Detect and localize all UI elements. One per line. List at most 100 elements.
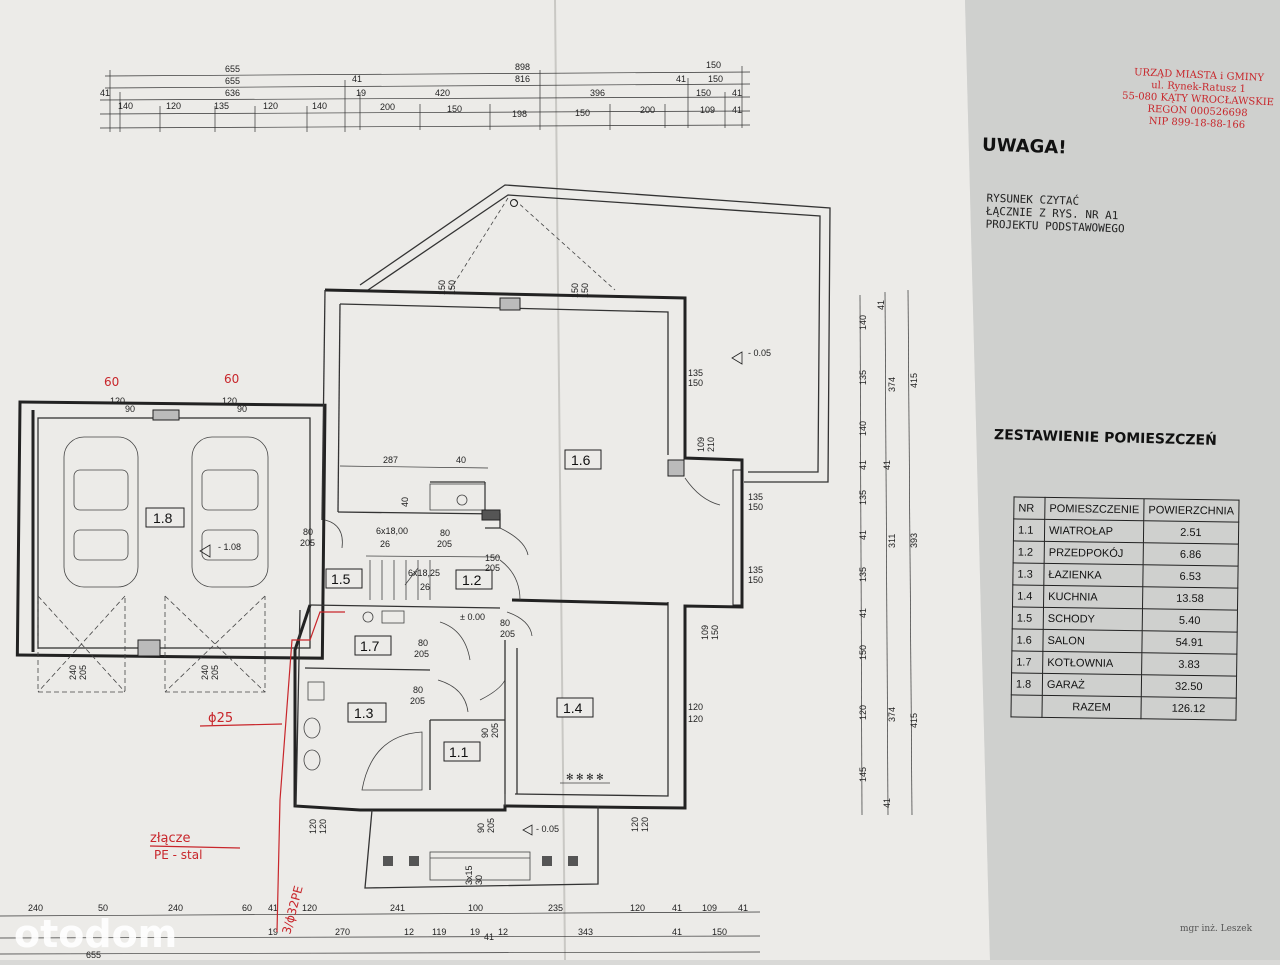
paper-fold (554, 0, 566, 961)
stairs-label: 6x18,25 (408, 568, 440, 578)
door-label: 80 (418, 638, 428, 648)
dim-label: 420 (435, 88, 450, 98)
dim-label: 150 (708, 74, 723, 84)
window-label: 120 (318, 819, 328, 834)
room-number: 1.8 (153, 510, 173, 526)
table-cell: 32.50 (1141, 674, 1237, 699)
dim-label: 140 (312, 101, 327, 111)
car-icon (191, 436, 269, 588)
table-cell: 54.91 (1141, 630, 1238, 655)
table-header-row: NR POMIESZCZENIE POWIERZCHNIA (1013, 496, 1239, 523)
opening-label: 90 (237, 404, 247, 414)
dim-label: 119 (432, 927, 446, 937)
dim-label: 12 (404, 927, 414, 937)
table-cell: KOTŁOWNIA (1042, 651, 1142, 675)
bottom-dimensions: 240 50 240 60 41 120 241 100 235 120 41 … (0, 903, 761, 960)
handwritten-label: złącze (150, 831, 190, 846)
level-label: - 0.05 (748, 348, 771, 358)
dim-label: 41 (100, 88, 110, 98)
dim-label: 19 (470, 927, 480, 937)
window-label: 150 (748, 575, 763, 585)
dim-label: 41 (484, 932, 494, 942)
table-cell: SALON (1042, 629, 1143, 653)
right-dimensions: 415 393 415 374 311 374 41 140 135 140 4… (858, 289, 919, 816)
inner-dimensions: 287 40 40 6x18,00 26 6x18,25 26 80 205 8… (300, 455, 515, 833)
dim-label: 109 (702, 903, 717, 913)
dim-label: 41 (858, 460, 868, 470)
dim-label: 270 (335, 927, 350, 937)
table-cell: 1.8 (1011, 672, 1043, 696)
room-number: 1.4 (563, 700, 583, 716)
handwritten-label: ɸ25 (208, 711, 233, 726)
dim-label: 40 (456, 455, 466, 465)
dim-label: 415 (909, 373, 919, 388)
window-label: 109 (696, 437, 706, 452)
door-label: 205 (300, 538, 315, 548)
dim-label: 200 (640, 105, 655, 115)
door-label: 90 (480, 728, 490, 738)
dim-label: 50 (98, 903, 108, 913)
dim-label: 140 (118, 101, 133, 111)
dim-label: 41 (738, 903, 748, 913)
dim-label: 120 (630, 903, 645, 913)
bathtub-icon (361, 731, 423, 791)
stairs-label: 26 (420, 582, 430, 592)
dim-label: 636 (225, 88, 240, 98)
dim-label: 41 (676, 74, 686, 84)
room-tags: 1.6 1.5 1.2 1.7 1.3 1.4 1.1 (325, 449, 602, 762)
dim-label: 235 (548, 903, 563, 913)
svg-text:✻ ✻ ✻ ✻: ✻ ✻ ✻ ✻ (566, 772, 604, 782)
dim-label: 200 (380, 102, 395, 112)
dim-label: 150 (447, 104, 462, 114)
stairs-label: 6x18,00 (376, 526, 408, 536)
dim-label: 816 (515, 74, 530, 84)
table-cell: PRZEDPOKÓJ (1044, 541, 1144, 565)
top-dimensions: 655 898 150 655 41 816 41 150 41 636 19 … (99, 60, 751, 132)
handwritten-label: 60 (224, 372, 239, 386)
table-cell: 1.2 (1013, 540, 1045, 564)
window-label: 150 (437, 280, 447, 295)
table-cell: 1.1 (1013, 518, 1045, 542)
notes-sheet (965, 0, 1280, 960)
dim-label: 109 (700, 105, 715, 115)
table-cell: RAZEM (1041, 695, 1142, 719)
dim-label: 374 (887, 377, 897, 392)
dim-label: 140 (858, 421, 868, 436)
dim-label: 655 (225, 64, 240, 74)
office-stamp: URZĄD MIASTA i GMINY ul. Rynek-Ratusz 1 … (1117, 67, 1279, 134)
dim-label: 311 (887, 534, 897, 548)
opening-label: 120 (222, 396, 237, 406)
room-number: 1.6 (571, 452, 591, 468)
opening-label: 90 (125, 404, 135, 414)
table-cell: WIATROŁAP (1044, 519, 1144, 543)
window-label: 210 (706, 437, 716, 452)
window-label: 135 (748, 565, 763, 575)
dim-label: 120 (263, 101, 278, 111)
dim-label: 41 (858, 608, 868, 618)
door-label: 205 (410, 696, 425, 706)
door-swings (324, 477, 721, 806)
table-cell: 6.86 (1142, 542, 1239, 567)
dim-label: 343 (578, 927, 593, 937)
window-label: 150 (447, 280, 457, 295)
opening-label: 240 (68, 665, 78, 680)
interior-walls: ✻ ✻ ✻ ✻ (303, 477, 721, 806)
notice-text: RYSUNEK CZYTAĆ ŁĄCZNIE Z RYS. NR A1 PROJ… (985, 192, 1125, 236)
level-label: - 1.08 (218, 542, 241, 552)
entrance-steps: - 0.05 3x15 30 (364, 806, 599, 889)
table-cell: 6.53 (1142, 564, 1238, 589)
dim-label: 140 (858, 315, 868, 330)
room-number: 1.7 (360, 638, 380, 654)
door-label: 80 (500, 618, 510, 628)
dim-label: 135 (858, 567, 868, 582)
dim-label: 145 (858, 767, 868, 782)
level-label: ± 0.00 (460, 612, 485, 622)
table-header: POWIERZCHNIA (1143, 498, 1239, 523)
opening-label: 240 (200, 665, 210, 680)
